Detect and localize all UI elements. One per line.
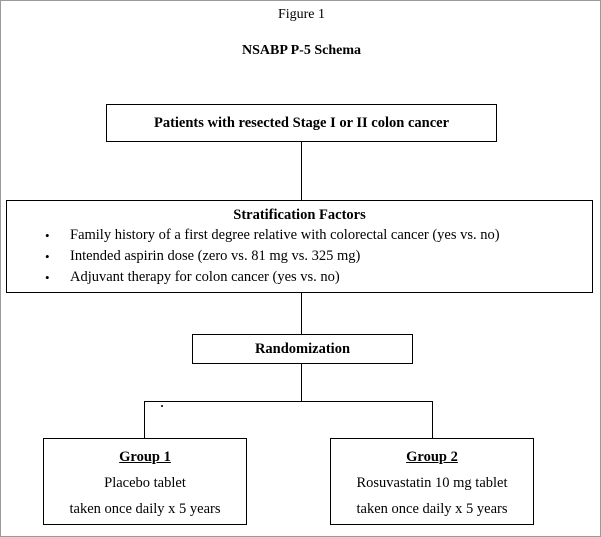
connector-eligibility-to-stratification — [301, 142, 302, 200]
stratification-heading: Stratification Factors — [233, 207, 366, 223]
connector-branch-left — [144, 401, 145, 438]
node-eligibility: Patients with resected Stage I or II col… — [106, 104, 497, 142]
stratification-factor-list: • Family history of a first degree relat… — [7, 225, 592, 288]
group1-schedule: taken once daily x 5 years — [69, 501, 221, 517]
list-item: • Family history of a first degree relat… — [7, 225, 592, 246]
scan-artifact-dot — [161, 405, 163, 407]
bullet-icon: • — [45, 249, 50, 264]
group2-treatment: Rosuvastatin 10 mg tablet — [356, 475, 508, 491]
connector-stratification-to-randomization — [301, 293, 302, 334]
eligibility-text: Patients with resected Stage I or II col… — [153, 115, 450, 131]
randomization-text: Randomization — [254, 341, 351, 357]
connector-branch-right — [432, 401, 433, 438]
factor-text: Adjuvant therapy for colon cancer (yes v… — [70, 269, 340, 285]
factor-text: Family history of a first degree relativ… — [70, 227, 500, 243]
connector-branch-bar — [144, 401, 433, 402]
group2-title: Group 2 — [406, 449, 458, 465]
node-group-2: Group 2 Rosuvastatin 10 mg tablet taken … — [330, 438, 534, 525]
group1-title: Group 1 — [119, 449, 171, 465]
figure-title: NSABP P-5 Schema — [242, 43, 361, 58]
list-item: • Intended aspirin dose (zero vs. 81 mg … — [7, 246, 592, 267]
node-stratification: Stratification Factors • Family history … — [6, 200, 593, 293]
node-randomization: Randomization — [192, 334, 413, 364]
bullet-icon: • — [45, 270, 50, 285]
connector-randomization-stem — [301, 364, 302, 402]
list-item: • Adjuvant therapy for colon cancer (yes… — [7, 267, 592, 288]
factor-text: Intended aspirin dose (zero vs. 81 mg vs… — [70, 248, 361, 264]
figure-label: Figure 1 — [277, 7, 326, 22]
group1-treatment: Placebo tablet — [104, 475, 186, 491]
node-group-1: Group 1 Placebo tablet taken once daily … — [43, 438, 247, 525]
group2-schedule: taken once daily x 5 years — [356, 501, 508, 517]
bullet-icon: • — [45, 228, 50, 243]
